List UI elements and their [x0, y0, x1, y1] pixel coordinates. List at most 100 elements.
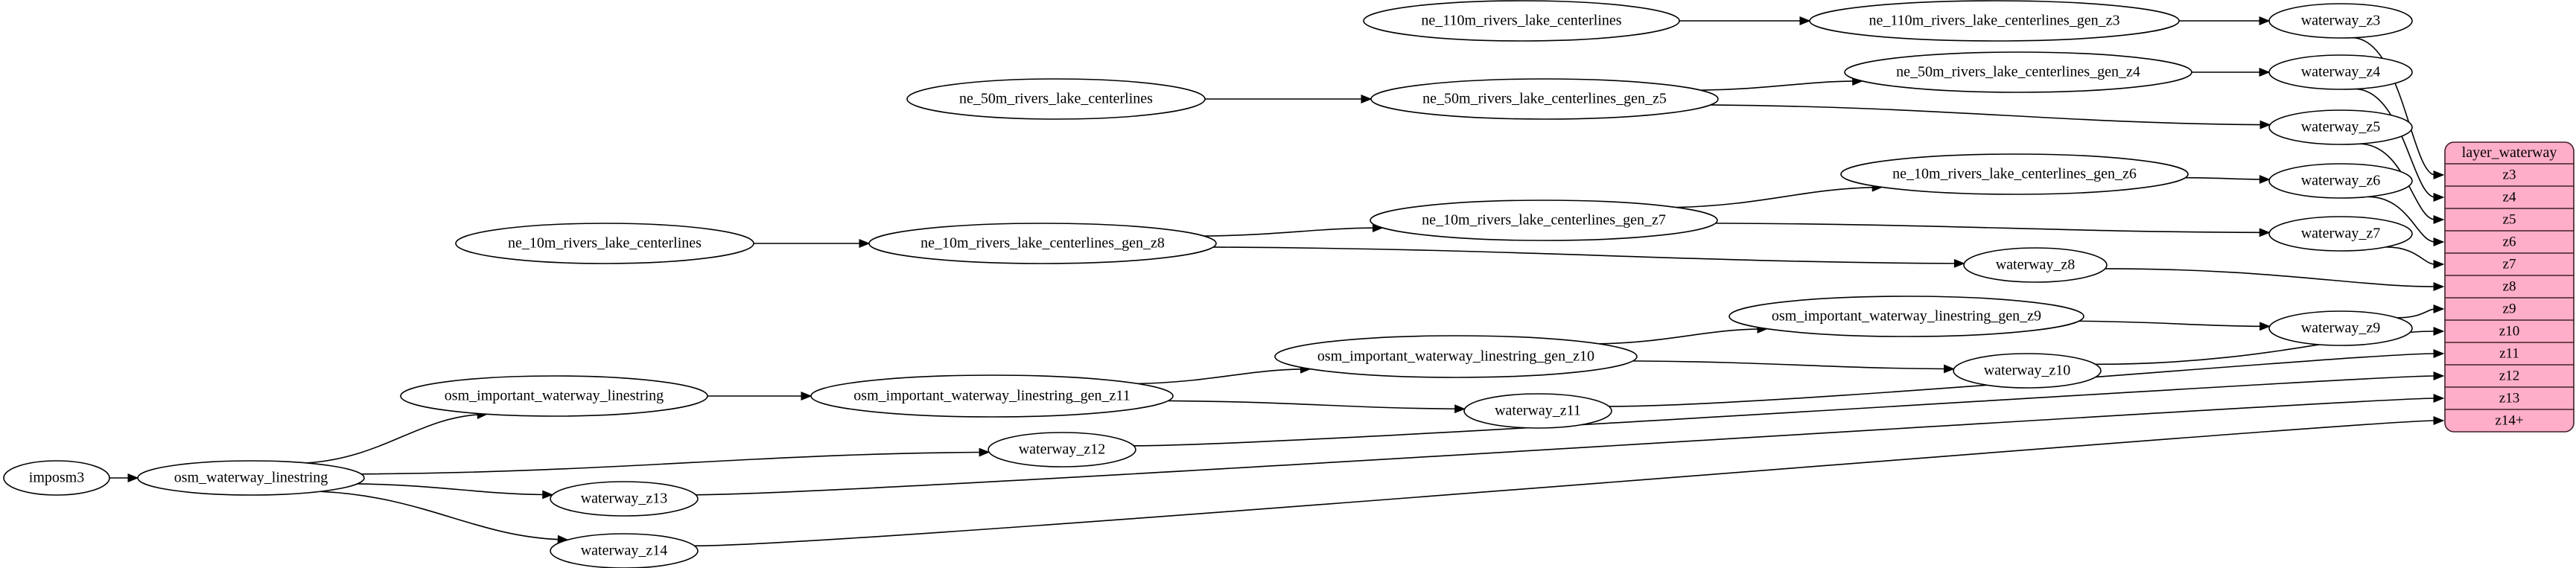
graph-node-waterway-z14[interactable]: waterway_z14 — [550, 533, 699, 568]
graph-node-osm-important-waterway-linestring[interactable]: osm_important_waterway_linestring — [400, 375, 708, 417]
node-ellipse — [988, 432, 1136, 468]
node-label: waterway_z3 — [2301, 13, 2381, 29]
edge-waterway-z13-to-layer-waterway-z13 — [696, 398, 2436, 496]
edge-arrowhead — [2433, 260, 2445, 269]
graph-node-ne-50m-rivers-lake-centerlines[interactable]: ne_50m_rivers_lake_centerlines — [906, 78, 1206, 120]
graph-node-osm-important-waterway-linestring-gen-z9[interactable]: osm_important_waterway_linestring_gen_z9 — [1729, 296, 2084, 337]
graph-node-waterway-z3[interactable]: waterway_z3 — [2268, 3, 2413, 39]
edge-arrowhead — [801, 392, 812, 401]
node-label: osm_important_waterway_linestring — [445, 388, 664, 404]
edge-layer — [109, 16, 2445, 547]
edge-arrowhead — [2433, 282, 2445, 291]
node-label: waterway_z4 — [2301, 64, 2381, 80]
edge-arrowhead — [2259, 175, 2271, 184]
graph-node-ne-110m-rivers-lake-centerlines[interactable]: ne_110m_rivers_lake_centerlines — [1363, 0, 1680, 42]
graph-node-ne-50m-rivers-lake-centerlines-gen-z5[interactable]: ne_50m_rivers_lake_centerlines_gen_z5 — [1370, 78, 1719, 120]
edge-arrowhead — [542, 490, 554, 500]
edge-arrowhead — [2433, 416, 2445, 425]
node-label: osm_important_waterway_linestring_gen_z1… — [1317, 348, 1594, 365]
edge-osm-waterway-linestring-to-osm-important-waterway-linestring — [306, 414, 480, 464]
graph-node-ne-50m-rivers-lake-centerlines-gen-z4[interactable]: ne_50m_rivers_lake_centerlines_gen_z4 — [1844, 51, 2192, 93]
graph-node-waterway-z13[interactable]: waterway_z13 — [550, 481, 699, 517]
record-row-z6[interactable]: z6 — [2503, 234, 2516, 249]
graph-node-waterway-z4[interactable]: waterway_z4 — [2268, 54, 2413, 90]
graph-node-waterway-z11[interactable]: waterway_z11 — [1463, 393, 1612, 429]
node-ellipse — [2268, 3, 2413, 39]
record-row-z7[interactable]: z7 — [2503, 256, 2516, 272]
record-row-z10[interactable]: z10 — [2499, 323, 2519, 339]
edge-arrowhead — [859, 239, 871, 248]
edge-arrowhead — [1944, 364, 1955, 374]
node-label: waterway_z9 — [2301, 320, 2381, 336]
graph-node-waterway-z9[interactable]: waterway_z9 — [2268, 310, 2413, 346]
edge-arrowhead — [979, 447, 990, 457]
node-ellipse — [400, 375, 708, 417]
graph-node-waterway-z7[interactable]: waterway_z7 — [2268, 216, 2413, 252]
node-label: waterway_z14 — [581, 543, 668, 559]
record-row-z5[interactable]: z5 — [2503, 211, 2516, 227]
node-label: waterway_z12 — [1019, 441, 1106, 458]
node-label: waterway_z8 — [1996, 257, 2076, 273]
graph-node-waterway-z8[interactable]: waterway_z8 — [1963, 247, 2108, 283]
edge-arrowhead — [1454, 404, 1466, 414]
edge-arrowhead — [2433, 371, 2445, 380]
node-ellipse — [550, 533, 699, 568]
node-label: ne_50m_rivers_lake_centerlines_gen_z5 — [1422, 91, 1667, 107]
graph-node-waterway-z10[interactable]: waterway_z10 — [1953, 353, 2102, 389]
node-ellipse — [1363, 0, 1680, 42]
record-row-z3[interactable]: z3 — [2503, 167, 2516, 182]
node-label: ne_10m_rivers_lake_centerlines — [508, 235, 702, 252]
node-ellipse — [2268, 163, 2413, 199]
graph-node-osm-important-waterway-linestring-gen-z10[interactable]: osm_important_waterway_linestring_gen_z1… — [1274, 335, 1638, 378]
edge-ne-50m-rivers-lake-centerlines-gen-z5-to-waterway-z5 — [1710, 104, 2262, 126]
node-label: waterway_z13 — [581, 491, 668, 507]
edge-ne-50m-rivers-lake-centerlines-gen-z5-to-ne-50m-rivers-lake-centerlines-gen-z4 — [1700, 80, 1854, 91]
graph-node-ne-10m-rivers-lake-centerlines-gen-z7[interactable]: ne_10m_rivers_lake_centerlines_gen_z7 — [1370, 200, 1718, 241]
node-label: ne_110m_rivers_lake_centerlines — [1421, 13, 1621, 29]
edge-waterway-z6-to-layer-waterway-z6 — [2367, 196, 2436, 243]
record-row-z12[interactable]: z12 — [2499, 368, 2519, 383]
edge-waterway-z7-to-layer-waterway-z7 — [2385, 246, 2436, 265]
graph-node-osm-important-waterway-linestring-gen-z11[interactable]: osm_important_waterway_linestring_gen_z1… — [810, 374, 1174, 418]
graph-node-waterway-z12[interactable]: waterway_z12 — [988, 432, 1136, 468]
graph-node-waterway-z6[interactable]: waterway_z6 — [2268, 163, 2413, 199]
node-ellipse — [1844, 51, 2192, 93]
node-label: waterway_z11 — [1495, 403, 1581, 419]
graph-node-ne-10m-rivers-lake-centerlines-gen-z6[interactable]: ne_10m_rivers_lake_centerlines_gen_z6 — [1840, 153, 2189, 195]
edge-arrowhead — [2433, 394, 2445, 403]
node-ellipse — [1840, 153, 2189, 195]
node-label: ne_10m_rivers_lake_centerlines_gen_z7 — [1422, 212, 1666, 229]
graph-node-osm-waterway-linestring[interactable]: osm_waterway_linestring — [137, 460, 365, 496]
edge-arrowhead — [127, 473, 139, 482]
graph-node-ne-10m-rivers-lake-centerlines-gen-z8[interactable]: ne_10m_rivers_lake_centerlines_gen_z8 — [868, 223, 1217, 264]
edge-osm-waterway-linestring-to-waterway-z14 — [319, 491, 560, 540]
graph-node-imposm3[interactable]: imposm3 — [3, 460, 110, 496]
record-row-z8[interactable]: z8 — [2503, 278, 2516, 294]
record-node-layer: layer_waterwayz3z4z5z6z7z8z9z10z11z12z13… — [2444, 141, 2575, 433]
node-ellipse — [1370, 78, 1719, 120]
node-ellipse — [810, 374, 1174, 418]
record-row-z13[interactable]: z13 — [2499, 390, 2519, 406]
node-ellipse — [1729, 296, 2084, 337]
node-ellipse — [2268, 109, 2413, 145]
node-ellipse — [550, 481, 699, 517]
record-row-z9[interactable]: z9 — [2503, 301, 2516, 316]
node-label: osm_important_waterway_linestring_gen_z1… — [853, 388, 1130, 404]
edge-osm-important-waterway-linestring-gen-z11-to-waterway-z11 — [1168, 400, 1457, 410]
node-ellipse — [2268, 310, 2413, 346]
graph-node-ne-110m-rivers-lake-centerlines-gen-z3[interactable]: ne_110m_rivers_lake_centerlines_gen_z3 — [1809, 0, 2180, 42]
node-label: ne_50m_rivers_lake_centerlines_gen_z4 — [1896, 64, 2140, 80]
graph-node-waterway-z5[interactable]: waterway_z5 — [2268, 109, 2413, 145]
graph-node-ne-10m-rivers-lake-centerlines[interactable]: ne_10m_rivers_lake_centerlines — [455, 223, 754, 264]
edge-osm-important-waterway-linestring-gen-z9-to-waterway-z9 — [2079, 320, 2262, 328]
edge-waterway-z4-to-layer-waterway-z4 — [2354, 88, 2436, 198]
record-row-z14plus[interactable]: z14+ — [2495, 412, 2523, 428]
edge-arrowhead — [2259, 68, 2271, 77]
record-row-z11[interactable]: z11 — [2499, 345, 2519, 361]
edge-ne-10m-rivers-lake-centerlines-gen-z7-to-waterway-z7 — [1715, 223, 2262, 234]
record-row-z4[interactable]: z4 — [2503, 189, 2516, 205]
edge-ne-10m-rivers-lake-centerlines-gen-z8-to-waterway-z8 — [1212, 246, 1956, 264]
edge-waterway-z9-to-layer-waterway-z9 — [2397, 308, 2436, 319]
